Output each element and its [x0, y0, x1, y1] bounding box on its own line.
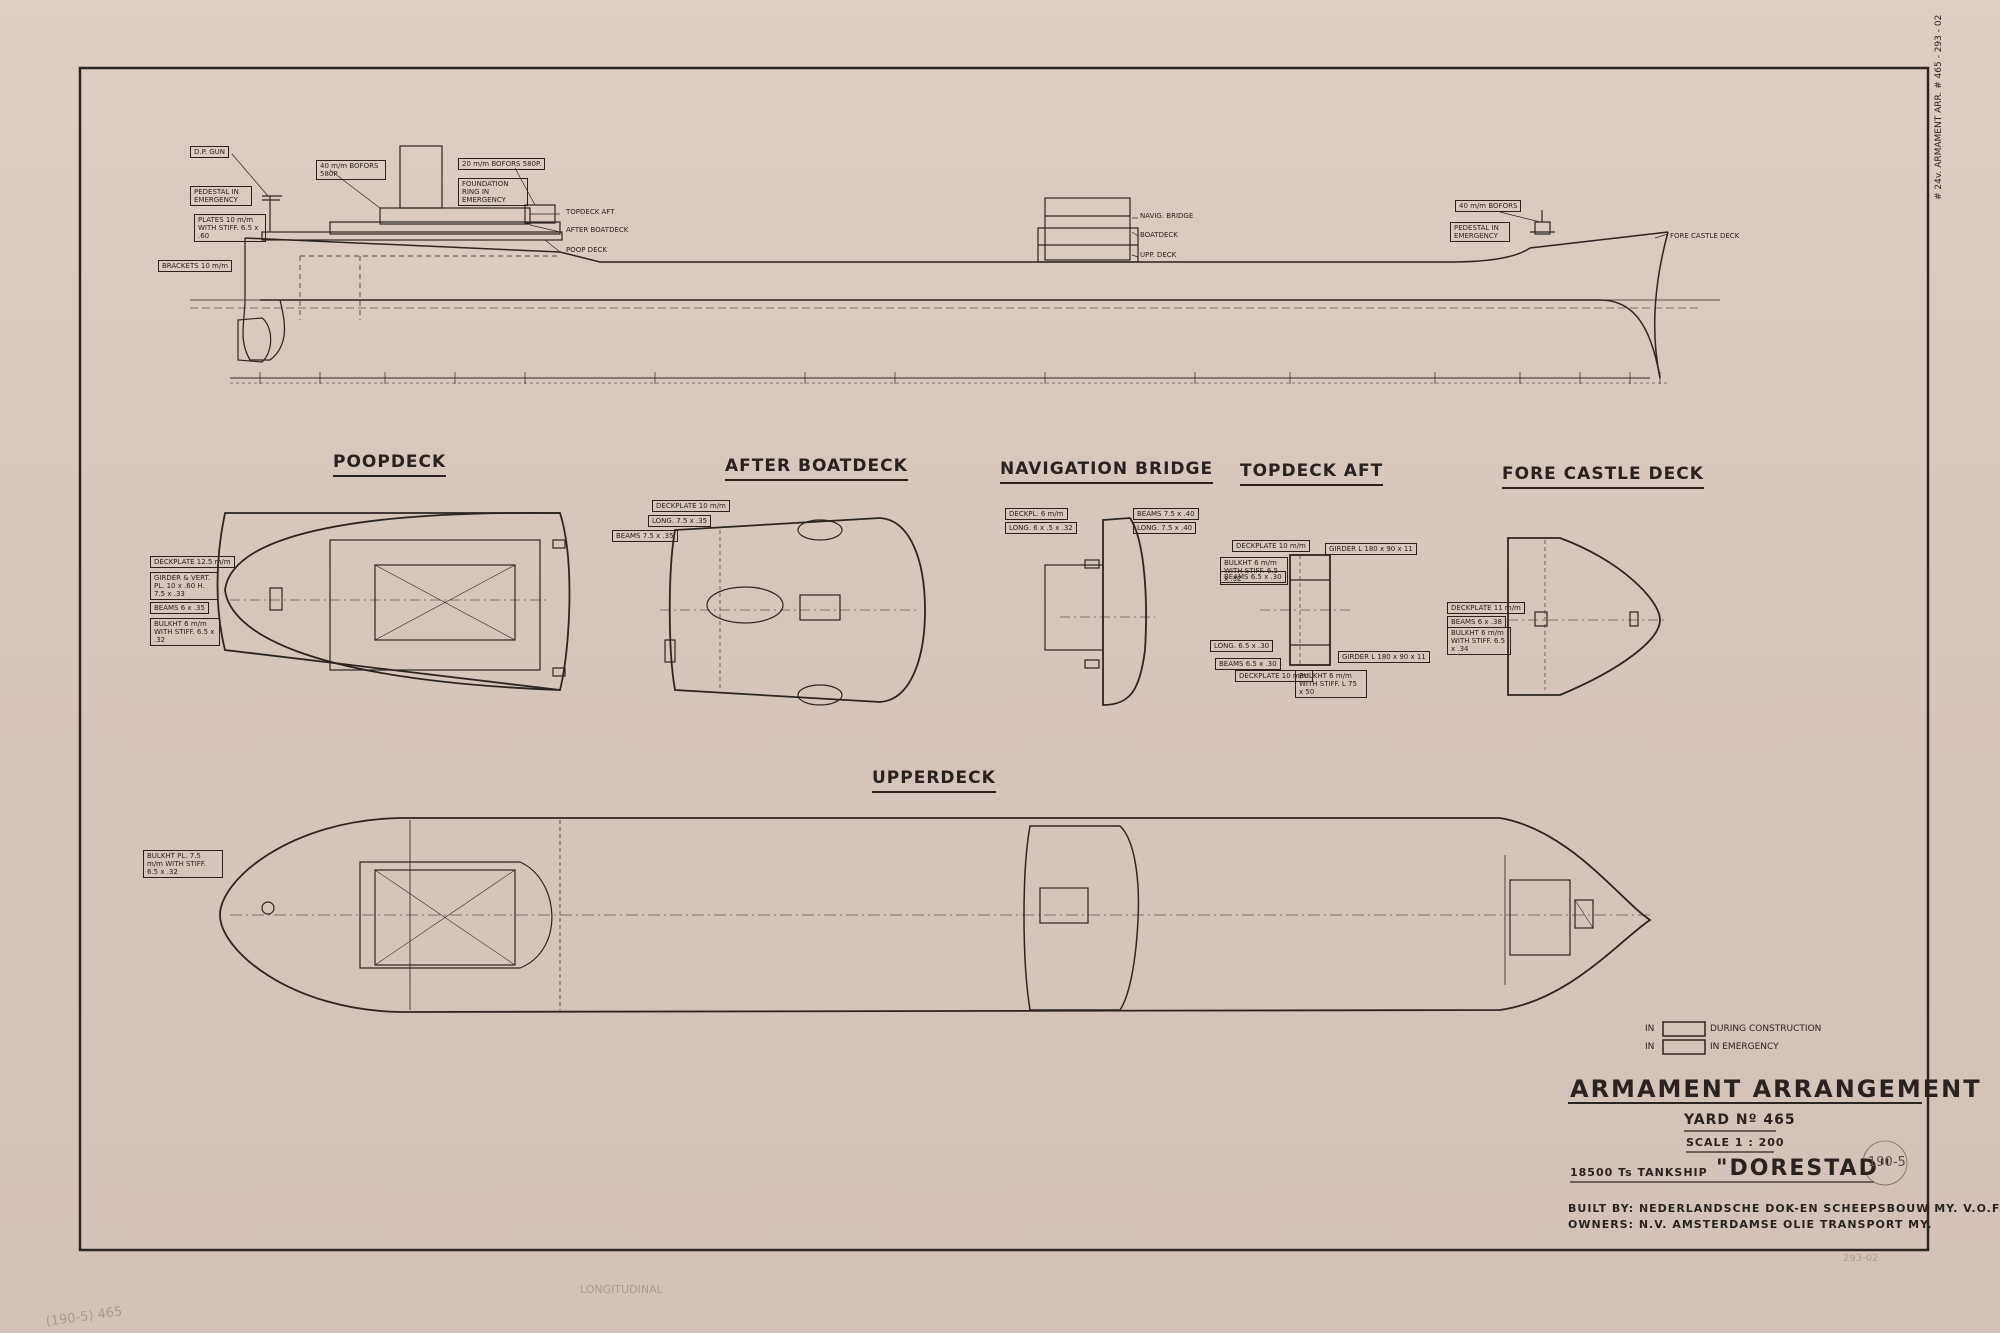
label-plates-stiff: PLATES 10 m/m WITH STIFF. 6.5 x .60 [194, 214, 266, 242]
legend-prefix-1: IN [1645, 1024, 1655, 1034]
label-pedestal-fwd: PEDESTAL IN EMERGENCY [1450, 222, 1510, 242]
corner-number: 293-02 [1843, 1253, 1879, 1264]
label-girder2-topaft: GIRDER L 180 x 90 x 11 [1338, 651, 1430, 663]
label-pedestal-emergency: PEDESTAL IN EMERGENCY [190, 186, 252, 206]
label-bofors-aft: 40 m/m BOFORS 580P [316, 160, 386, 180]
label-bofors-fwd: 40 m/m BOFORS [1455, 200, 1522, 212]
label-long-boat: LONG. 7.5 x .35 [648, 515, 712, 527]
label-deckplate-poop: DECKPLATE 12.5 m/m [150, 556, 235, 568]
label-long-topaft: LONG. 6.5 x .30 [1210, 640, 1274, 652]
label-beams2-topaft: BEAMS 6.5 x .30 [1215, 658, 1281, 670]
label-after-boatdeck: AFTER BOATDECK [566, 226, 629, 234]
label-upp-deck: UPP. DECK [1140, 251, 1177, 259]
label-bulkht2-topaft: BULKHT 6 m/m WITH STIFF. L 75 x 50 [1295, 670, 1367, 698]
title-block-scale: SCALE 1 : 200 [1686, 1136, 1785, 1149]
stamp-circle [1862, 1140, 1908, 1186]
title-block-owners: OWNERS: N.V. AMSTERDAMSE OLIE TRANSPORT … [1568, 1218, 1933, 1231]
title-block-stamp: 190-5 [1868, 1155, 1906, 1170]
legend-emergency: IN EMERGENCY [1710, 1042, 1779, 1052]
legend-box-emergency [1662, 1039, 1706, 1055]
label-girder-topaft: GIRDER L 180 x 90 x 11 [1325, 543, 1417, 555]
title-poopdeck: POOPDECK [333, 452, 447, 477]
title-block-ship-prefix: 18500 Ts TANKSHIP [1570, 1166, 1708, 1179]
title-block-builder: BUILT BY: NEDERLANDSCHE DOK-EN SCHEEPSBO… [1568, 1202, 2000, 1215]
label-boatdeck: BOATDECK [1140, 231, 1178, 239]
label-long-bridge: LONG. 6 x .5 x .32 [1005, 522, 1077, 534]
label-deckpl-bridge: DECKPL. 6 m/m [1005, 508, 1068, 520]
frame-border [78, 66, 1930, 1252]
after-boatdeck-plan [660, 517, 926, 706]
title-upperdeck: UPPERDECK [872, 768, 996, 793]
label-beams-topaft: BEAMS 6.5 x .30 [1220, 571, 1286, 583]
label-deckplate-topaft: DECKPLATE 10 m/m [1232, 540, 1310, 552]
label-dp-gun: D.P. GUN [190, 146, 229, 158]
label-navig-bridge: NAVIG. BRIDGE [1140, 212, 1194, 220]
side-note: # 24v. ARMAMENT ARR. # 465 - 293 - 02 [1934, 14, 1944, 200]
label-beams-boat: BEAMS 7.5 x .35 [612, 530, 678, 542]
label-brackets: BRACKETS 10 m/m [158, 260, 233, 272]
label-deckplate2-topaft: DECKPLATE 10 m/m [1235, 670, 1313, 682]
faint-left-note: LONGITUDINAL [580, 1283, 663, 1296]
label-forecastle-deck: FORE CASTLE DECK [1670, 232, 1740, 240]
forecastle-deck-plan [1507, 537, 1665, 696]
label-bulkht-fc: BULKHT 6 m/m WITH STIFF. 6.5 x .34 [1447, 627, 1511, 655]
legend-box-construction [1662, 1021, 1706, 1037]
title-forecastle-deck: FORE CASTLE DECK [1502, 464, 1704, 489]
topdeck-aft-plan [1260, 554, 1350, 666]
label-foundation-ring: FOUNDATION RING IN EMERGENCY [458, 178, 528, 206]
title-topdeck-aft: TOPDECK AFT [1240, 461, 1384, 486]
legend-prefix-2: IN [1645, 1042, 1655, 1052]
label-topdeck-aft: TOPDECK AFT [566, 208, 615, 216]
title-block-yard: YARD Nº 465 [1684, 1112, 1796, 1128]
label-bulkht-upper: BULKHT PL. 7.5 m/m WITH STIFF. 6.5 x .32 [143, 850, 223, 878]
navigation-bridge-plan [1044, 517, 1155, 706]
upperdeck-plan [219, 817, 1652, 1013]
title-navigation-bridge: NAVIGATION BRIDGE [1000, 459, 1214, 484]
label-beams-poop: BEAMS 6 x .35 [150, 602, 209, 614]
label-bofors-20: 20 m/m BOFORS 580P. [458, 158, 546, 170]
title-block-title: ARMAMENT ARRANGEMENT [1570, 1075, 1982, 1103]
poopdeck-plan [216, 511, 571, 691]
title-after-boatdeck: AFTER BOATDECK [725, 456, 908, 481]
ship-profile [190, 145, 1720, 384]
label-deckplate-fc: DECKPLATE 11 m/m [1447, 602, 1525, 614]
title-block-ship-name: "DORESTAD" [1716, 1156, 1893, 1181]
legend-during: DURING CONSTRUCTION [1710, 1024, 1822, 1034]
label-long2-bridge: LONG. 7.5 x .40 [1133, 522, 1197, 534]
label-deckplate-boat: DECKPLATE 10 m/m [652, 500, 730, 512]
label-beams-bridge: BEAMS 7.5 x .40 [1133, 508, 1199, 520]
label-bulkht-poop: BULKHT 6 m/m WITH STIFF. 6.5 x .32 [150, 618, 220, 646]
label-poop-deck: POOP DECK [566, 246, 607, 254]
label-girder-poop: GIRDER & VERT. PL. 10 x .60 H. 7.5 x .33 [150, 572, 218, 600]
